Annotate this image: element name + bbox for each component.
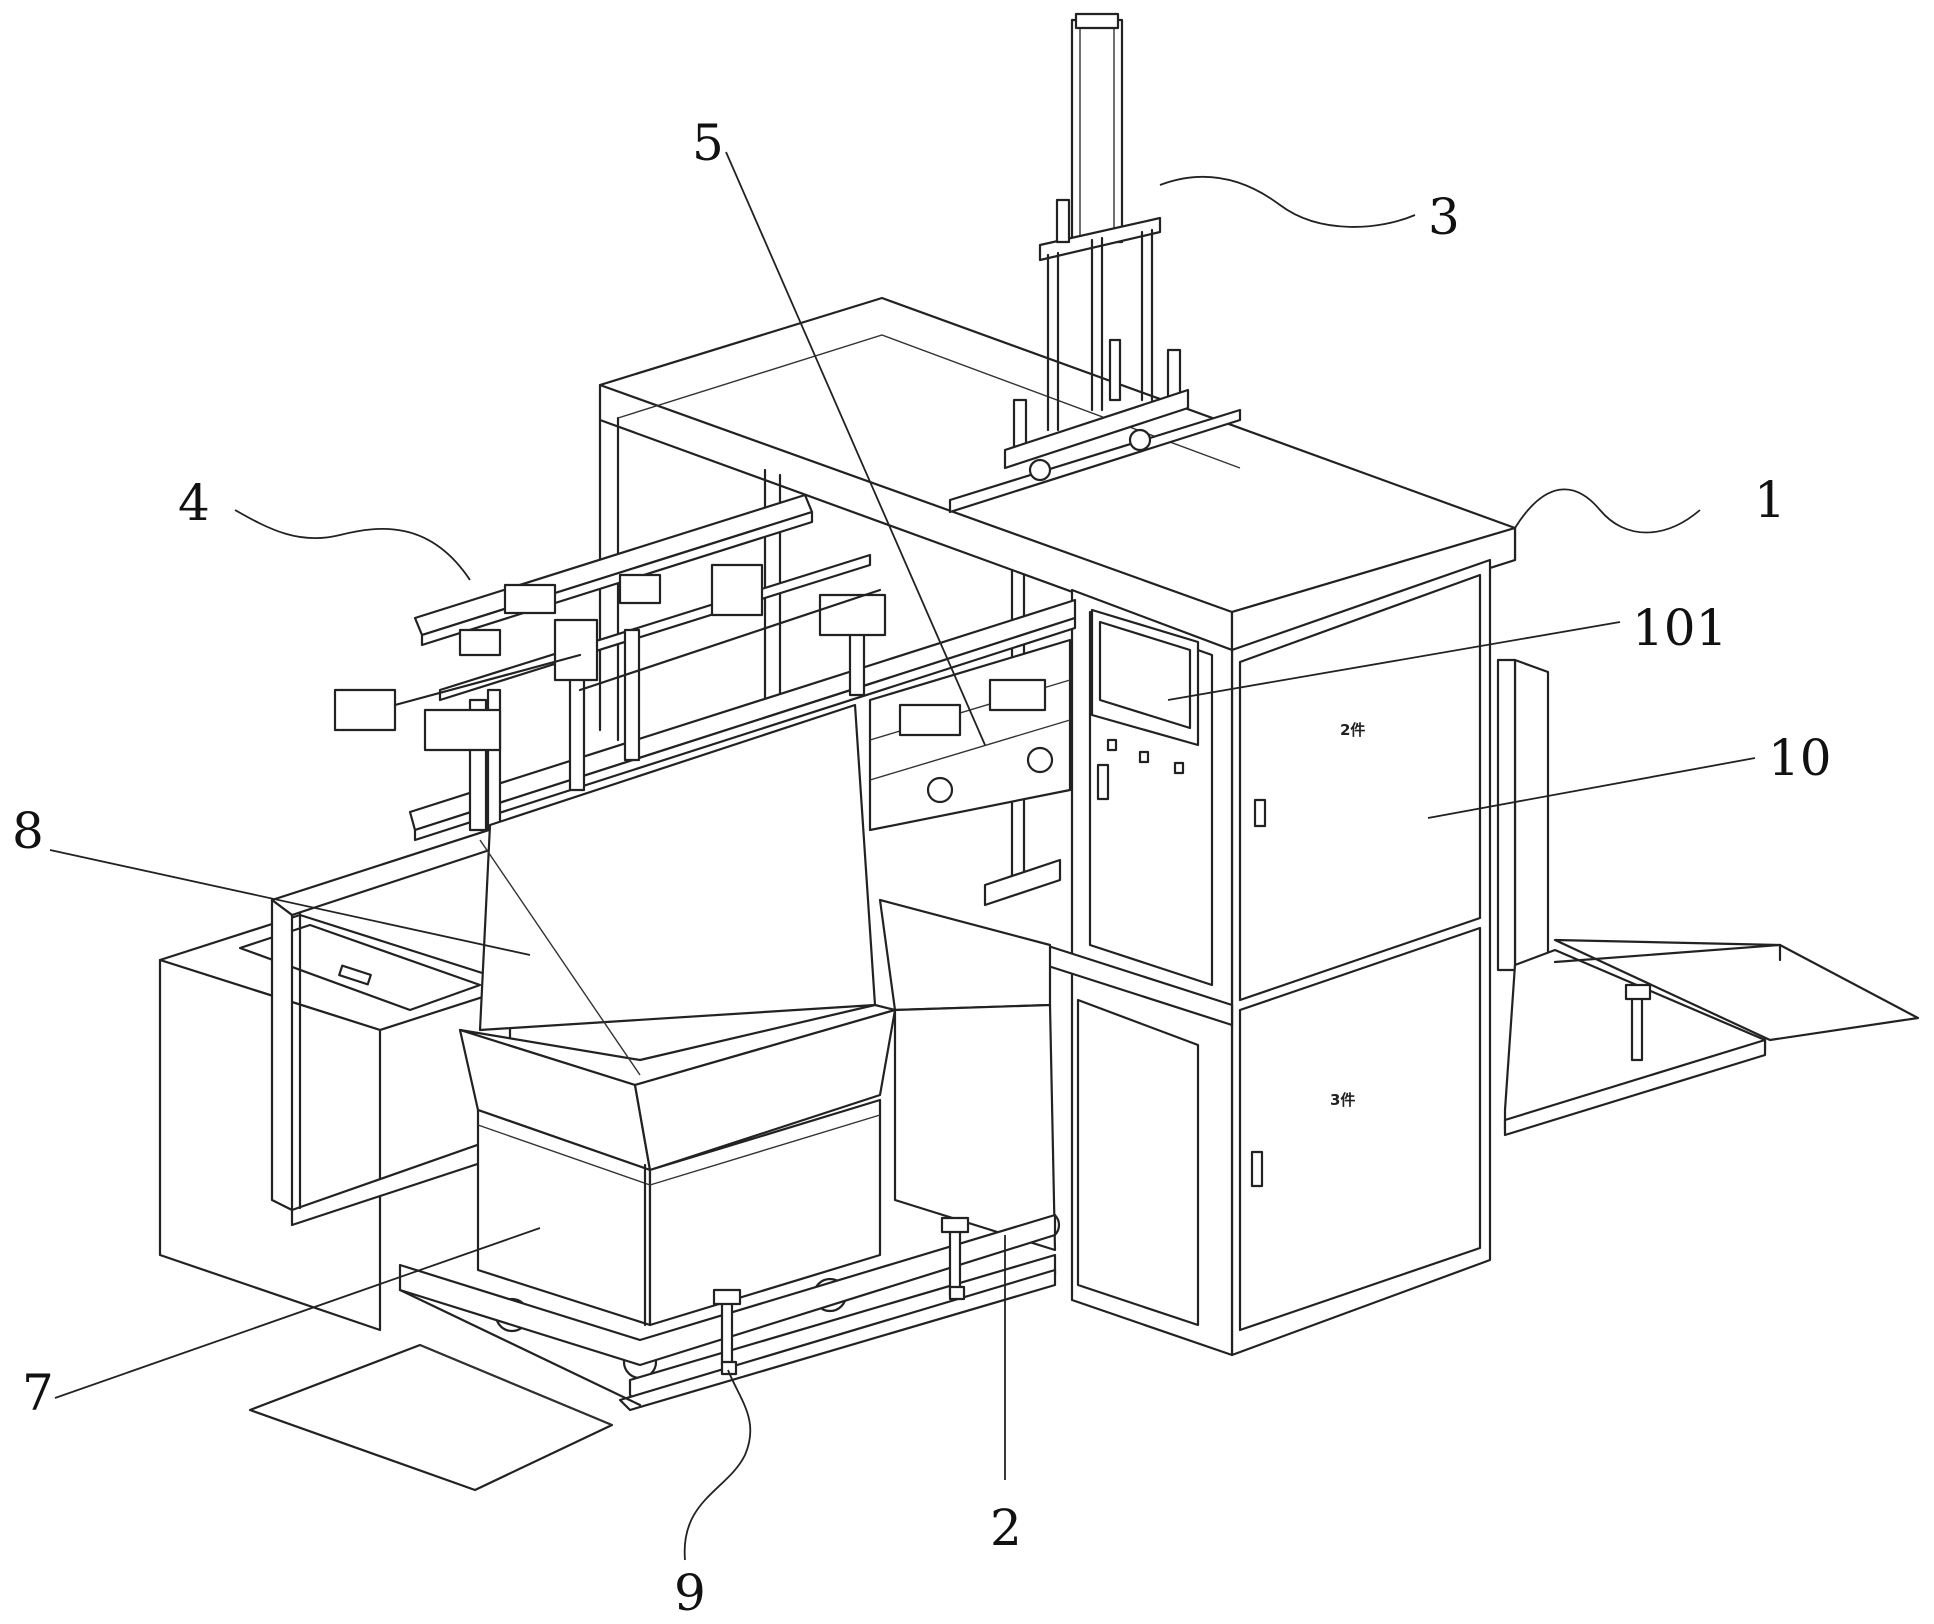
ramps bbox=[248, 938, 1920, 1492]
leader-4 bbox=[234, 509, 471, 581]
positioner-post-2 bbox=[948, 1223, 962, 1297]
leader-8 bbox=[49, 849, 531, 956]
callout-labels: 1 101 10 2 3 4 5 7 8 9 bbox=[12, 114, 1832, 1622]
positioner-post-1 bbox=[720, 1293, 734, 1367]
gripper-block-left bbox=[333, 688, 397, 732]
callout-4: 4 bbox=[178, 474, 210, 532]
callout-7: 7 bbox=[22, 1364, 54, 1422]
base-track bbox=[398, 1213, 1057, 1412]
callout-1: 1 bbox=[1754, 471, 1786, 529]
callout-5: 5 bbox=[692, 114, 724, 172]
bag-hopper bbox=[458, 703, 897, 1172]
gripper-block-right bbox=[818, 593, 887, 637]
leader-1 bbox=[1514, 488, 1701, 534]
control-cabinet: 2件 3件 bbox=[1043, 526, 1550, 1357]
gripper-transfer-arm bbox=[333, 493, 1077, 842]
leader-5 bbox=[725, 151, 986, 746]
callout-8: 8 bbox=[12, 802, 44, 860]
lower-door-label: 3件 bbox=[1330, 1091, 1355, 1109]
callout-10: 10 bbox=[1768, 729, 1832, 787]
callout-3: 3 bbox=[1428, 188, 1460, 246]
leader-101 bbox=[1167, 621, 1621, 701]
upper-door-handle bbox=[1253, 798, 1267, 828]
leader-10 bbox=[1427, 757, 1756, 819]
hmi-screen bbox=[1098, 620, 1192, 730]
pusher-conveyor bbox=[868, 638, 1072, 907]
leader-9 bbox=[683, 1369, 752, 1561]
leader-7 bbox=[54, 1227, 541, 1399]
upper-door-label: 2件 bbox=[1340, 721, 1365, 739]
cabinet-lower-door bbox=[1238, 926, 1482, 1332]
right-positioner bbox=[1630, 988, 1644, 1062]
callout-9: 9 bbox=[674, 1564, 706, 1622]
lifting-cylinder bbox=[948, 12, 1242, 514]
cylinder-mount-plate bbox=[1038, 216, 1162, 262]
leader-3 bbox=[1159, 175, 1416, 228]
right-side-bin bbox=[878, 898, 1057, 1252]
leader-lines bbox=[49, 151, 1756, 1561]
left-workbench bbox=[158, 818, 522, 1332]
callout-101: 101 bbox=[1632, 599, 1727, 657]
callout-2: 2 bbox=[990, 1499, 1022, 1557]
right-ramp bbox=[1553, 938, 1920, 1042]
cabinet-upper-door bbox=[1238, 573, 1482, 1002]
cart-front-face bbox=[648, 1098, 882, 1327]
gripper-block-mid bbox=[553, 618, 599, 682]
lower-door-handle bbox=[1250, 1150, 1264, 1188]
